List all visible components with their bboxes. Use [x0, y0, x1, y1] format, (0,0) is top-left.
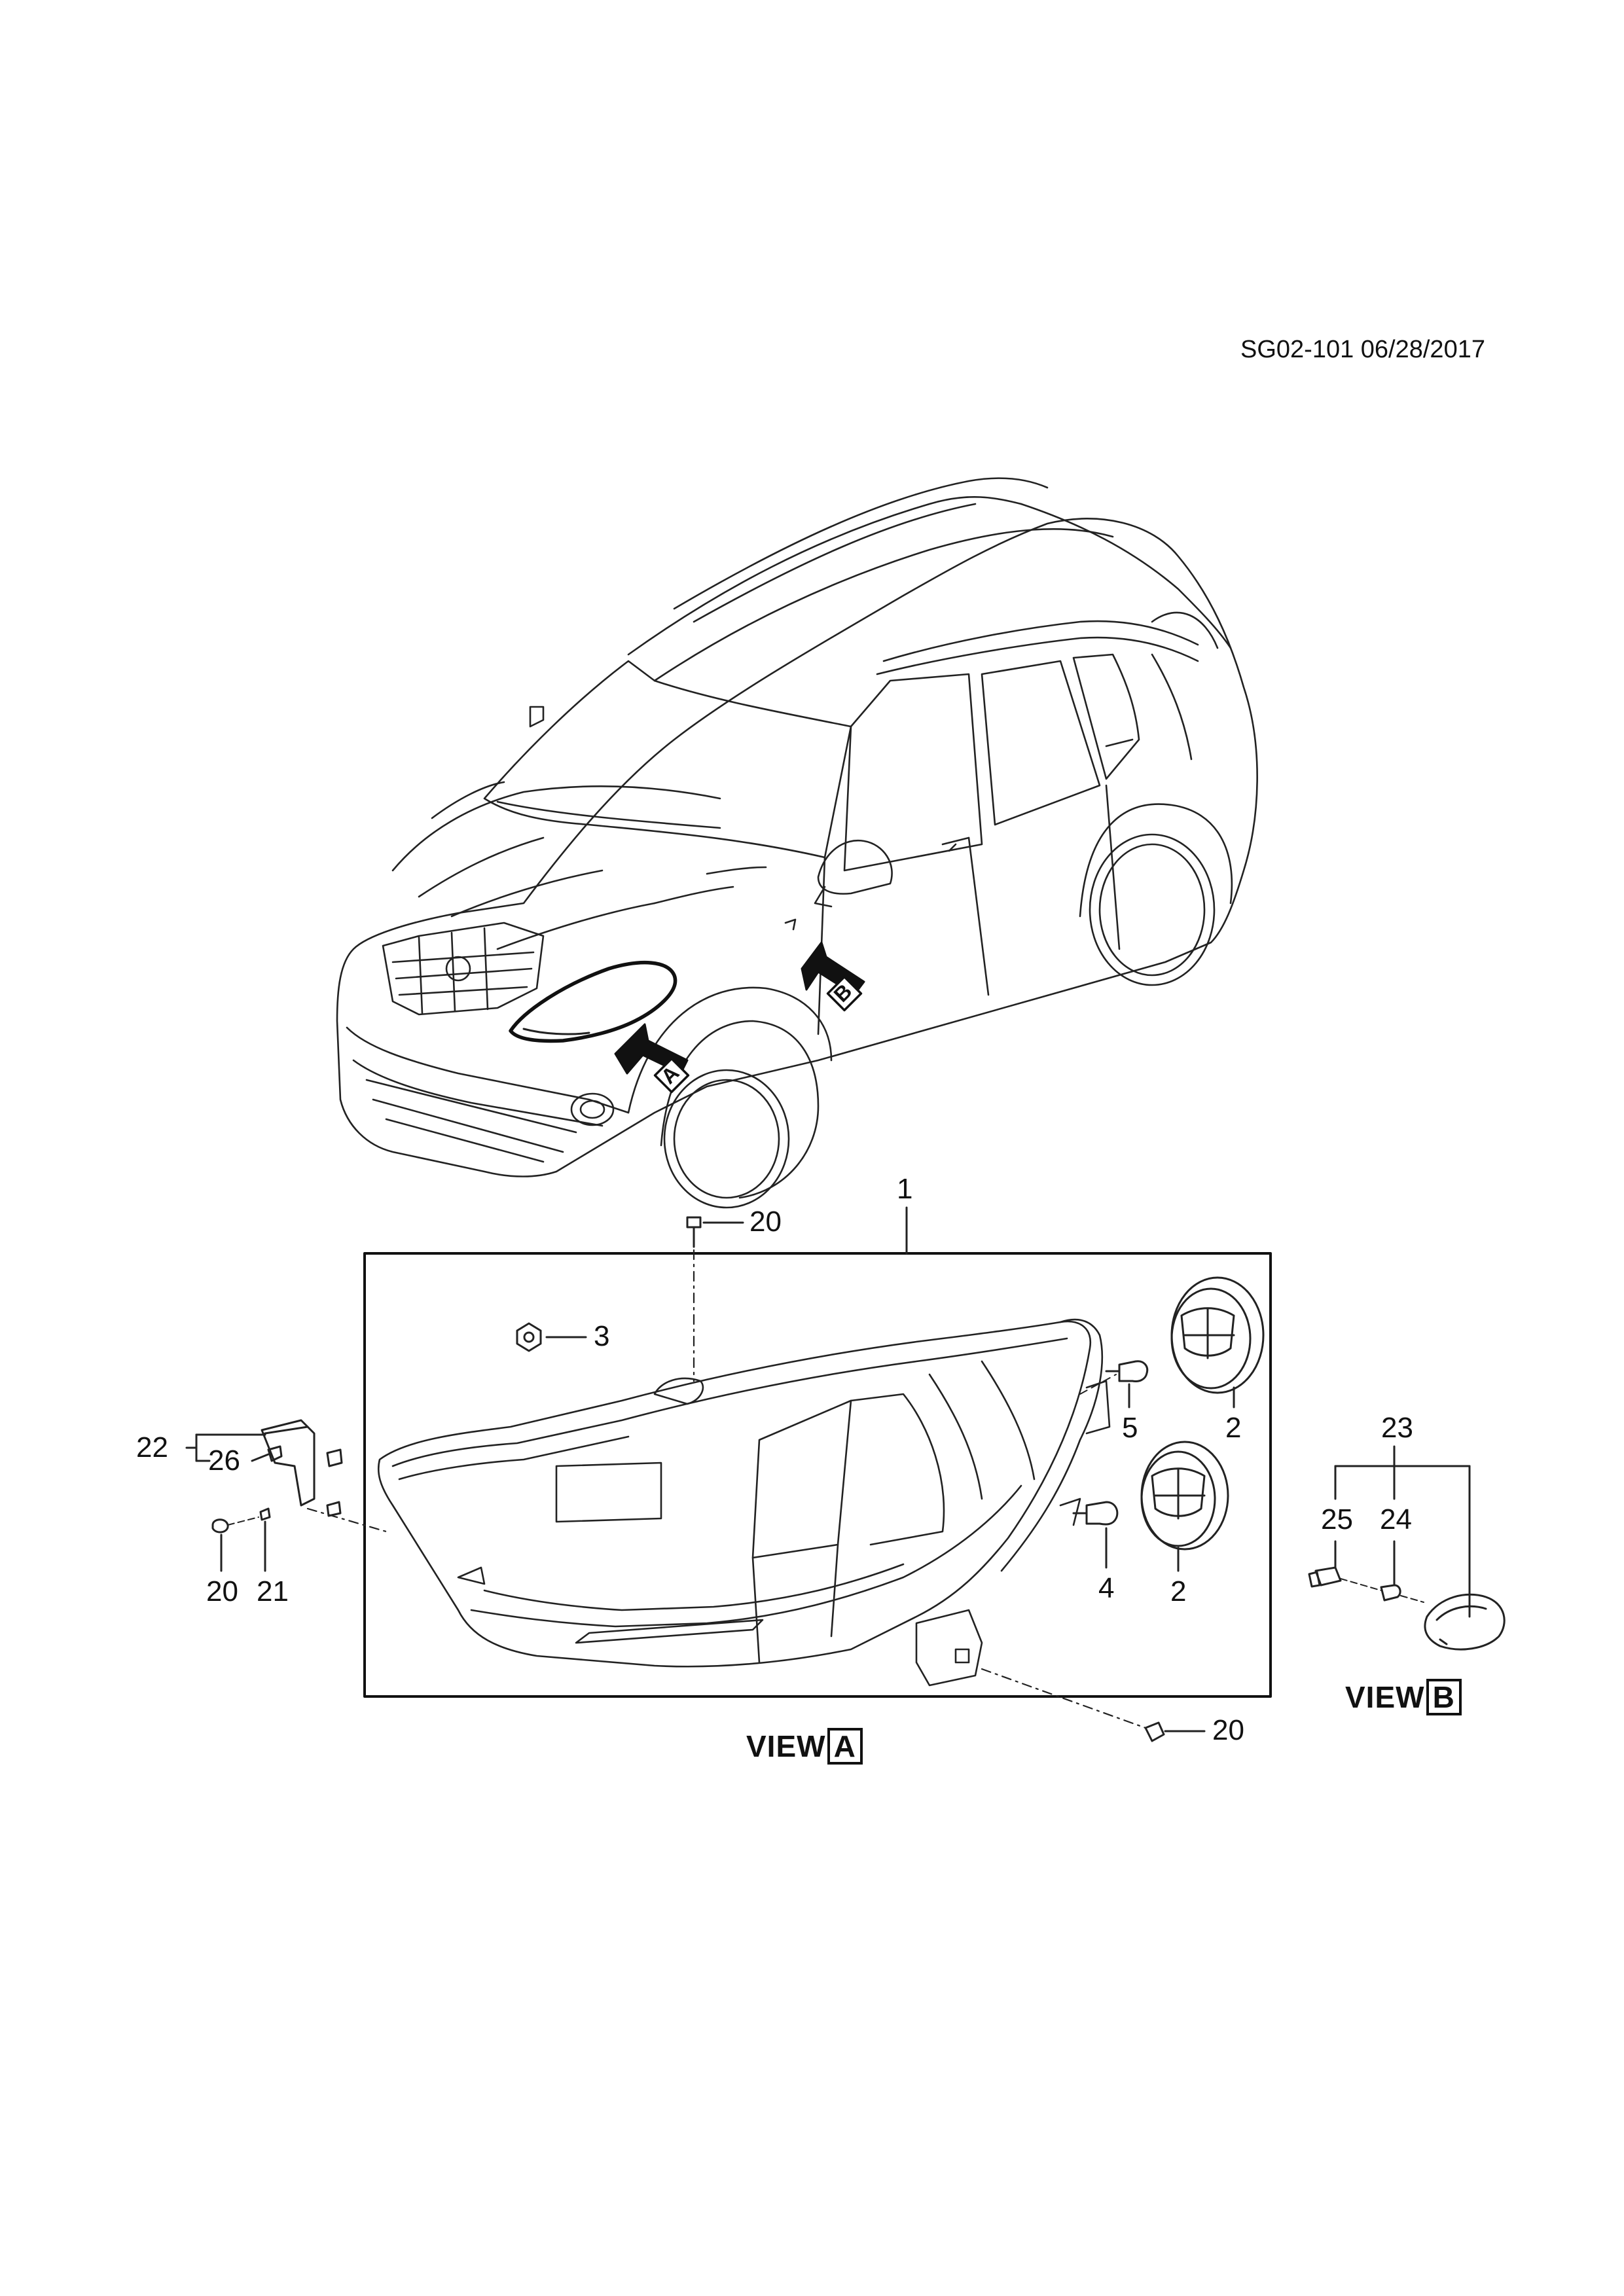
callout-5: 5 — [1122, 1412, 1138, 1444]
callout-20-bottom: 20 — [1212, 1714, 1244, 1746]
view-a-frame — [363, 1252, 1272, 1698]
bulb-4 — [1072, 1501, 1119, 1569]
callout-26: 26 — [208, 1444, 240, 1477]
bulb-cap-upper — [1170, 1276, 1265, 1408]
callout-4: 4 — [1098, 1572, 1115, 1604]
bolt-top — [686, 1216, 744, 1382]
callout-22: 22 — [136, 1431, 168, 1463]
bolt-bottom — [981, 1668, 1206, 1742]
bracket-kit — [185, 1419, 388, 1572]
callout-24: 24 — [1380, 1503, 1412, 1535]
view-b-title-letter: B — [1426, 1679, 1462, 1716]
view-a-arrow — [614, 1023, 690, 1094]
side-marker-group — [1308, 1445, 1506, 1651]
view-a-title-letter: A — [827, 1728, 863, 1765]
callout-20-bracket: 20 — [206, 1575, 238, 1607]
vehicle-illustration — [336, 477, 1258, 1209]
bulb-cap-lower — [1140, 1441, 1229, 1572]
callout-1: 1 — [897, 1173, 913, 1205]
callout-23: 23 — [1381, 1412, 1413, 1444]
callout-2-lower: 2 — [1170, 1575, 1187, 1607]
view-b-arrow — [801, 941, 865, 1012]
callout-20-top: 20 — [749, 1206, 782, 1238]
callout-21: 21 — [257, 1575, 289, 1607]
callout-2-upper: 2 — [1225, 1412, 1242, 1444]
view-b-title-prefix: VIEW — [1345, 1680, 1425, 1714]
headlamp-assembly — [377, 1318, 1111, 1687]
nut — [516, 1322, 587, 1352]
diagram-code: SG02-101 06/28/2017 — [1240, 336, 1485, 363]
bulb-5 — [1079, 1360, 1149, 1408]
callout-3: 3 — [594, 1320, 610, 1352]
callout-25: 25 — [1321, 1503, 1353, 1535]
view-a-title-prefix: VIEW — [746, 1729, 826, 1763]
